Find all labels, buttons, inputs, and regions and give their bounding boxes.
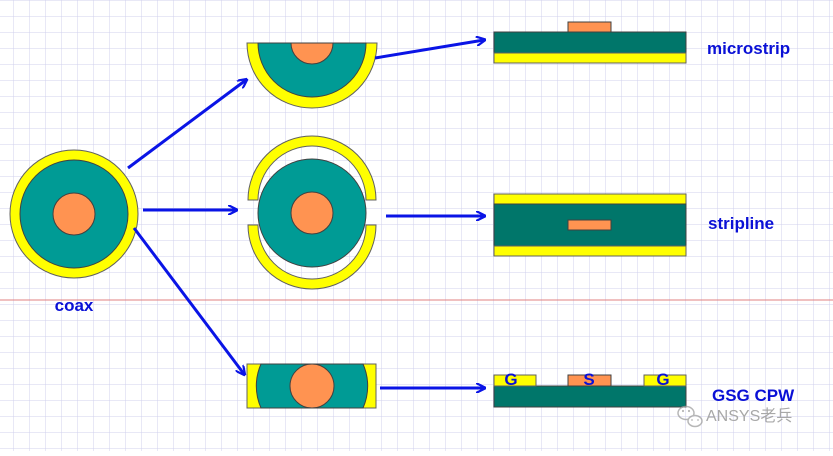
cpw-ground-right: [643, 374, 687, 387]
flat-coax-cross-section: [246, 363, 377, 409]
cpw-signal-label: S: [583, 370, 594, 389]
microstrip-ground-plane: [493, 52, 687, 64]
half-coax-dielectric: [257, 42, 367, 98]
split-coax-cross-section: [247, 135, 377, 290]
wechat-icon: [677, 405, 703, 428]
cpw-cross-section: [493, 374, 687, 408]
half-coax-signal: [290, 42, 334, 65]
stripline-cross-section: [493, 193, 687, 257]
split-coax-lower-shield: [247, 224, 377, 290]
cpw-ground-right-label: G: [656, 370, 669, 389]
arrow-coax-to-half: [127, 80, 246, 170]
cpw-label: GSG CPW: [712, 386, 795, 405]
cpw-ground-left: [493, 374, 537, 387]
coax-label: coax: [55, 296, 94, 315]
stripline-top-ground: [493, 193, 687, 205]
cpw-substrate: [493, 385, 687, 408]
microstrip-cross-section: [493, 21, 687, 64]
flat-coax-signal: [289, 363, 335, 409]
stripline-signal-trace: [567, 219, 612, 231]
cpw-ground-left-label: G: [504, 370, 517, 389]
arrow-coax-to-flat: [132, 227, 244, 374]
coax-inner-conductor: [52, 192, 96, 236]
arrow-half-to-microstrip: [374, 40, 484, 60]
microstrip-substrate: [493, 31, 687, 54]
stripline-bottom-ground: [493, 245, 687, 257]
microstrip-signal-trace: [567, 21, 612, 33]
coax-cross-section: [9, 149, 139, 279]
microstrip-label: microstrip: [707, 39, 790, 58]
split-coax-upper-shield: [247, 135, 377, 201]
cpw-signal: [567, 374, 612, 387]
stripline-label: stripline: [708, 214, 774, 233]
watermark-text: ANSYS老兵: [706, 407, 792, 425]
split-coax-signal: [290, 191, 334, 235]
half-coax-cross-section: [246, 42, 378, 109]
